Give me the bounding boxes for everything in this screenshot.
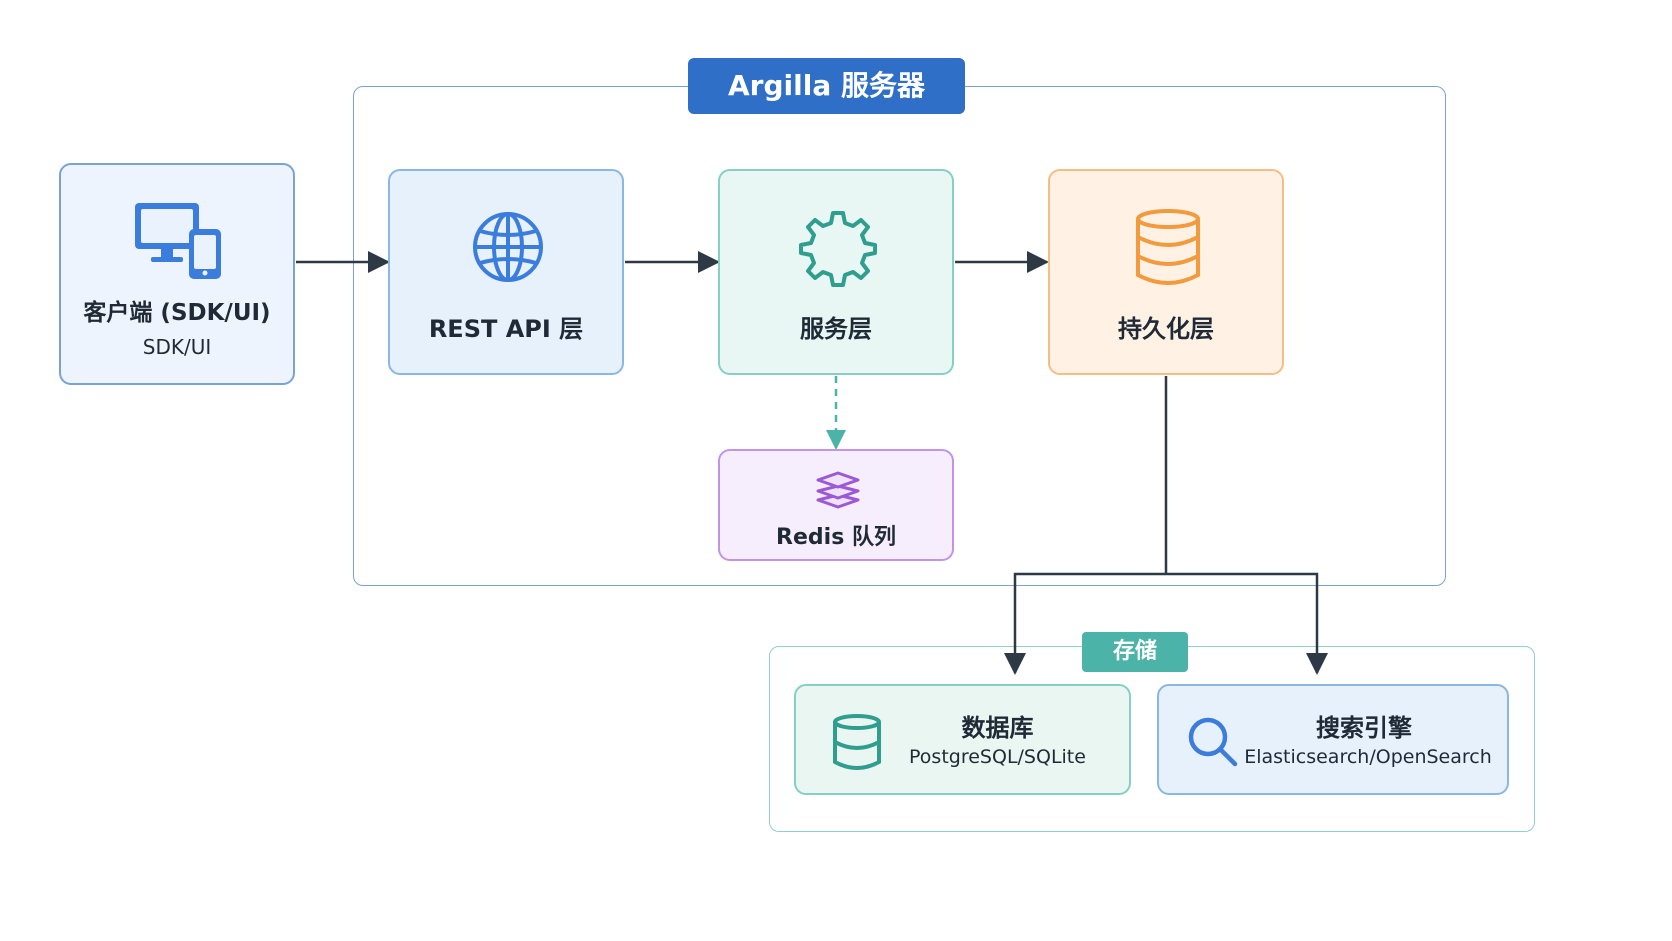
server-label: Argilla 服务器 [688, 58, 965, 114]
database-box[interactable]: 数据库 PostgreSQL/SQLite [794, 684, 1131, 795]
search-box[interactable]: 搜索引擎 Elasticsearch/OpenSearch [1157, 684, 1509, 795]
service-box[interactable]: 服务层 [718, 169, 954, 375]
persistence-title: 持久化层 [1118, 315, 1214, 343]
search-subtitle: Elasticsearch/OpenSearch [1244, 746, 1492, 768]
arrow-to-search [1166, 572, 1328, 675]
rest-api-box[interactable]: REST API 层 [388, 169, 624, 375]
devices-icon [135, 203, 221, 279]
client-title: 客户端 (SDK/UI) [83, 300, 271, 326]
persistence-box[interactable]: 持久化层 [1048, 169, 1284, 375]
arrow-to-database [1004, 572, 1166, 675]
redis-box[interactable]: Redis 队列 [718, 449, 954, 561]
client-box[interactable]: 客户端 (SDK/UI) SDK/UI [59, 163, 295, 385]
service-title: 服务层 [800, 315, 872, 343]
rest-api-title: REST API 层 [428, 315, 584, 343]
globe-icon [473, 212, 543, 282]
database-icon [1136, 209, 1200, 285]
database-icon [833, 714, 881, 770]
database-title: 数据库 [961, 714, 1034, 742]
gear-icon [799, 211, 877, 287]
redis-title: Redis 队列 [776, 525, 896, 550]
search-title: 搜索引擎 [1316, 714, 1412, 742]
database-subtitle: PostgreSQL/SQLite [909, 746, 1086, 768]
storage-label: 存储 [1082, 632, 1188, 672]
search-icon [1188, 717, 1238, 767]
client-subtitle: SDK/UI [142, 335, 212, 359]
stack-icon [816, 471, 860, 509]
